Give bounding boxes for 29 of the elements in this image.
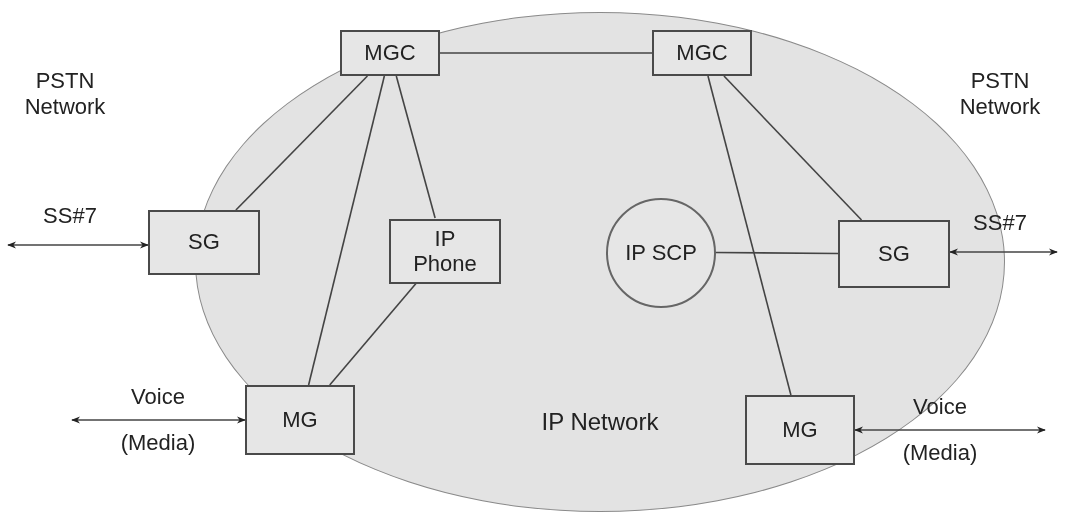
- node-label: MG: [281, 407, 319, 433]
- network-name: PSTN Network: [23, 68, 107, 121]
- node-label: MG: [781, 417, 819, 443]
- connector-line: [235, 75, 369, 211]
- arrow: [71, 416, 246, 424]
- node-label: IP SCP: [624, 240, 698, 266]
- arrow: [7, 241, 149, 249]
- network-name: PSTN Network: [958, 68, 1042, 121]
- connector-line: [328, 282, 418, 386]
- node-label: SG: [877, 241, 911, 267]
- connector-line: [714, 251, 839, 255]
- connector-line: [307, 75, 386, 386]
- arrow: [854, 426, 1046, 434]
- node-box: [148, 210, 260, 275]
- node-label: MGC: [675, 40, 729, 66]
- connector-line: [707, 75, 792, 396]
- connector-line: [439, 52, 653, 54]
- connector-line: [395, 75, 436, 219]
- network-label: IP Network: [541, 408, 659, 436]
- edge-label: Voice (Media): [901, 393, 979, 467]
- node-label: MGC: [363, 40, 417, 66]
- connector-line: [723, 75, 863, 221]
- node-box: [389, 219, 501, 284]
- edge-label: SS#7: [42, 203, 98, 229]
- edge-label: SS#7: [972, 210, 1028, 236]
- node-label: IP Phone: [412, 227, 478, 276]
- node-label: SG: [187, 230, 221, 255]
- edge-label: Voice (Media): [119, 383, 197, 457]
- arrow: [949, 248, 1058, 256]
